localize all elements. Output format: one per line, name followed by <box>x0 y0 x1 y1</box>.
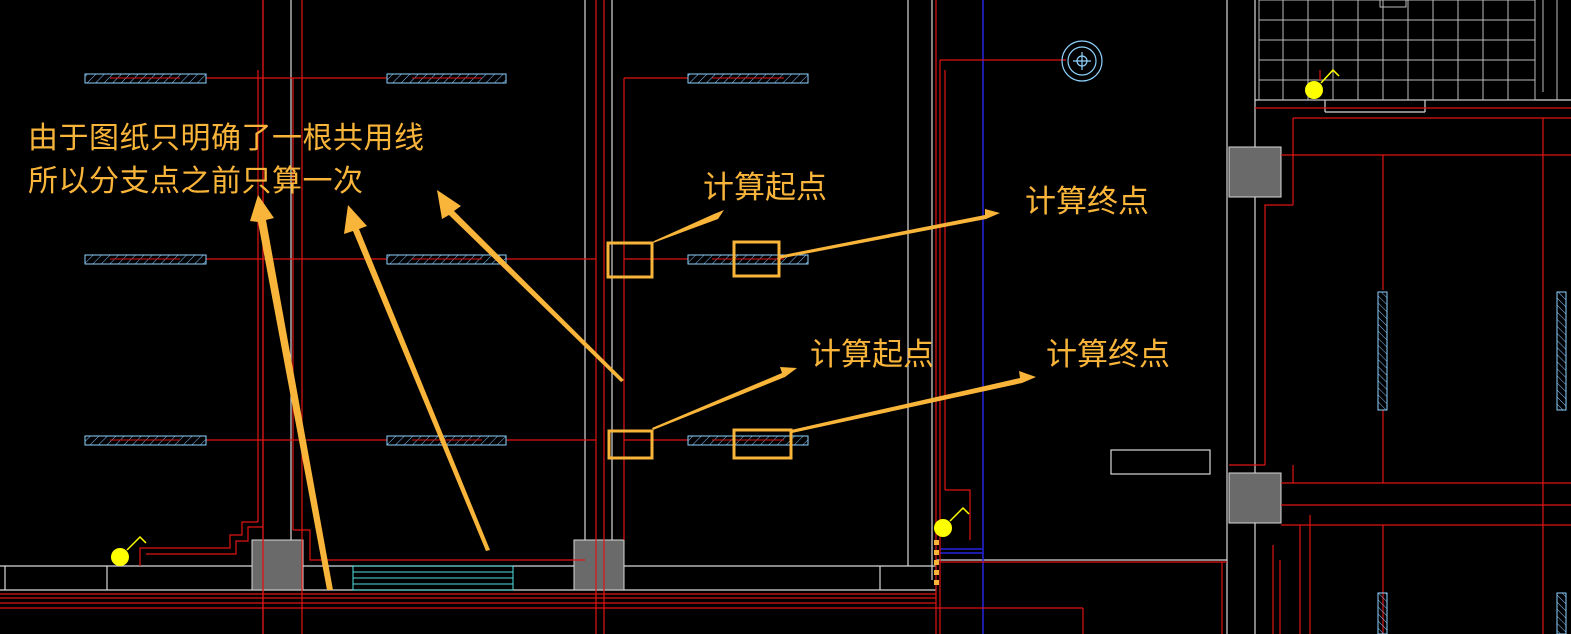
note-line-2: 所以分支点之前只算一次 <box>28 164 364 199</box>
light-fixture-center-wire <box>110 77 784 441</box>
vertical-fixture-icon <box>1377 291 1567 634</box>
highlight-box-icon <box>606 240 793 460</box>
ceiling-outlet-icon <box>1061 40 1103 82</box>
switch-marker-icon <box>111 68 1340 566</box>
note-line-1: 由于图纸只明确了一根共用线 <box>28 121 425 156</box>
start-label-upper: 计算起点 <box>703 170 827 206</box>
arrow-icon <box>250 190 1036 590</box>
structural-columns <box>251 146 1282 591</box>
junction-dots <box>934 540 939 585</box>
end-label-lower: 计算终点 <box>1046 337 1170 373</box>
tile-grid <box>1258 0 1558 101</box>
start-label-lower: 计算起点 <box>810 337 934 373</box>
blue-short-lines <box>940 548 983 554</box>
stair-lines <box>352 565 514 591</box>
end-label-upper: 计算终点 <box>1025 184 1149 220</box>
